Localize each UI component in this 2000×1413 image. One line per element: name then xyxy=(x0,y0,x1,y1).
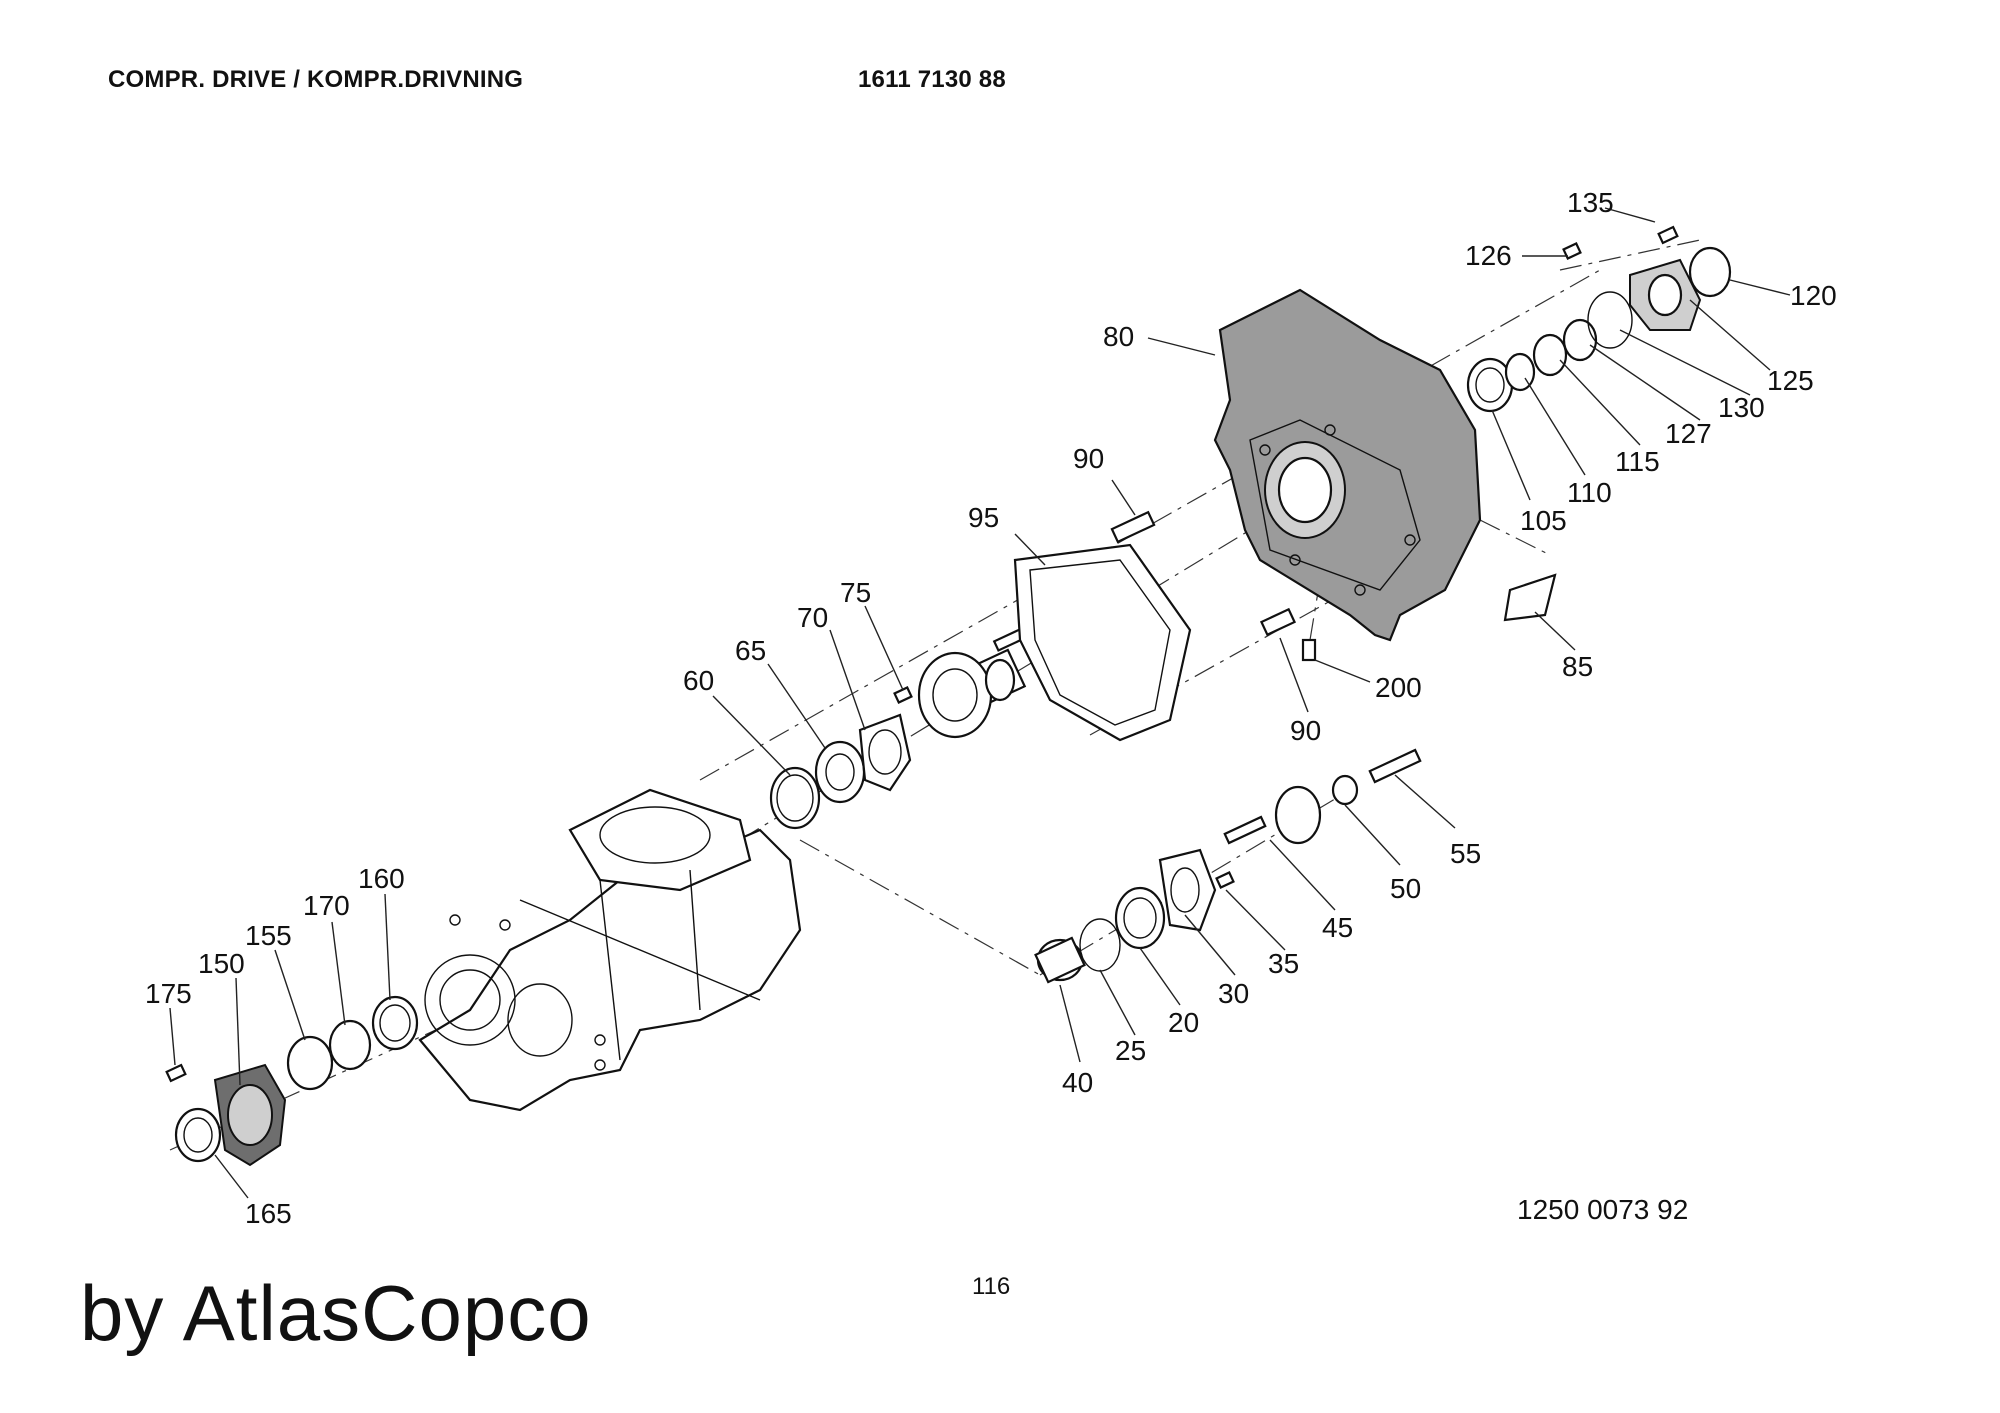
brand-footer: by AtlasCopco xyxy=(80,1269,592,1357)
callout-90-upper: 90 xyxy=(1073,443,1104,474)
part-number: 1611 7130 88 xyxy=(858,66,1006,93)
lower-gear-parts xyxy=(1034,748,1422,984)
callout-110: 110 xyxy=(1567,477,1612,508)
callout-120: 120 xyxy=(1790,280,1837,311)
callout-80: 80 xyxy=(1103,321,1134,352)
callout-127: 127 xyxy=(1665,418,1712,449)
drawing-reference-number: 1250 0073 92 xyxy=(1517,1194,1689,1225)
callout-165: 165 xyxy=(245,1198,292,1229)
callout-60: 60 xyxy=(683,665,714,696)
callout-30: 30 xyxy=(1218,978,1249,1009)
callout-35: 35 xyxy=(1268,948,1299,979)
callout-160: 160 xyxy=(358,863,405,894)
callout-95: 95 xyxy=(968,502,999,533)
leader-lines xyxy=(169,207,1791,1199)
left-seal-parts xyxy=(165,995,419,1167)
callout-labels: 135 126 120 125 130 127 115 110 105 80 8… xyxy=(145,187,1837,1229)
callout-105: 105 xyxy=(1520,505,1567,536)
callout-90-lower: 90 xyxy=(1290,715,1321,746)
callout-175: 175 xyxy=(145,978,192,1009)
page-title: COMPR. DRIVE / KOMPR.DRIVNING xyxy=(108,66,524,93)
callout-75: 75 xyxy=(840,577,871,608)
callout-125: 125 xyxy=(1767,365,1814,396)
page-number: 116 xyxy=(972,1273,1011,1300)
callout-150: 150 xyxy=(198,948,245,979)
callout-170: 170 xyxy=(303,890,350,921)
callout-200: 200 xyxy=(1375,672,1422,703)
drive-shaft-parts xyxy=(769,510,1317,830)
callout-85: 85 xyxy=(1562,651,1593,682)
callout-50: 50 xyxy=(1390,873,1421,904)
callout-45: 45 xyxy=(1322,912,1353,943)
callout-55: 55 xyxy=(1450,838,1481,869)
callout-115: 115 xyxy=(1615,446,1660,477)
right-seal-parts xyxy=(1466,225,1732,413)
callout-130: 130 xyxy=(1718,392,1765,423)
callout-155: 155 xyxy=(245,920,292,951)
compressor-element xyxy=(418,788,802,1112)
callout-40: 40 xyxy=(1062,1067,1093,1098)
callout-70: 70 xyxy=(797,602,828,633)
callout-126: 126 xyxy=(1465,240,1512,271)
gear-housing xyxy=(1213,288,1557,642)
callout-25: 25 xyxy=(1115,1035,1146,1066)
callout-20: 20 xyxy=(1168,1007,1199,1038)
callout-65: 65 xyxy=(735,635,766,666)
callout-135: 135 xyxy=(1567,187,1614,218)
